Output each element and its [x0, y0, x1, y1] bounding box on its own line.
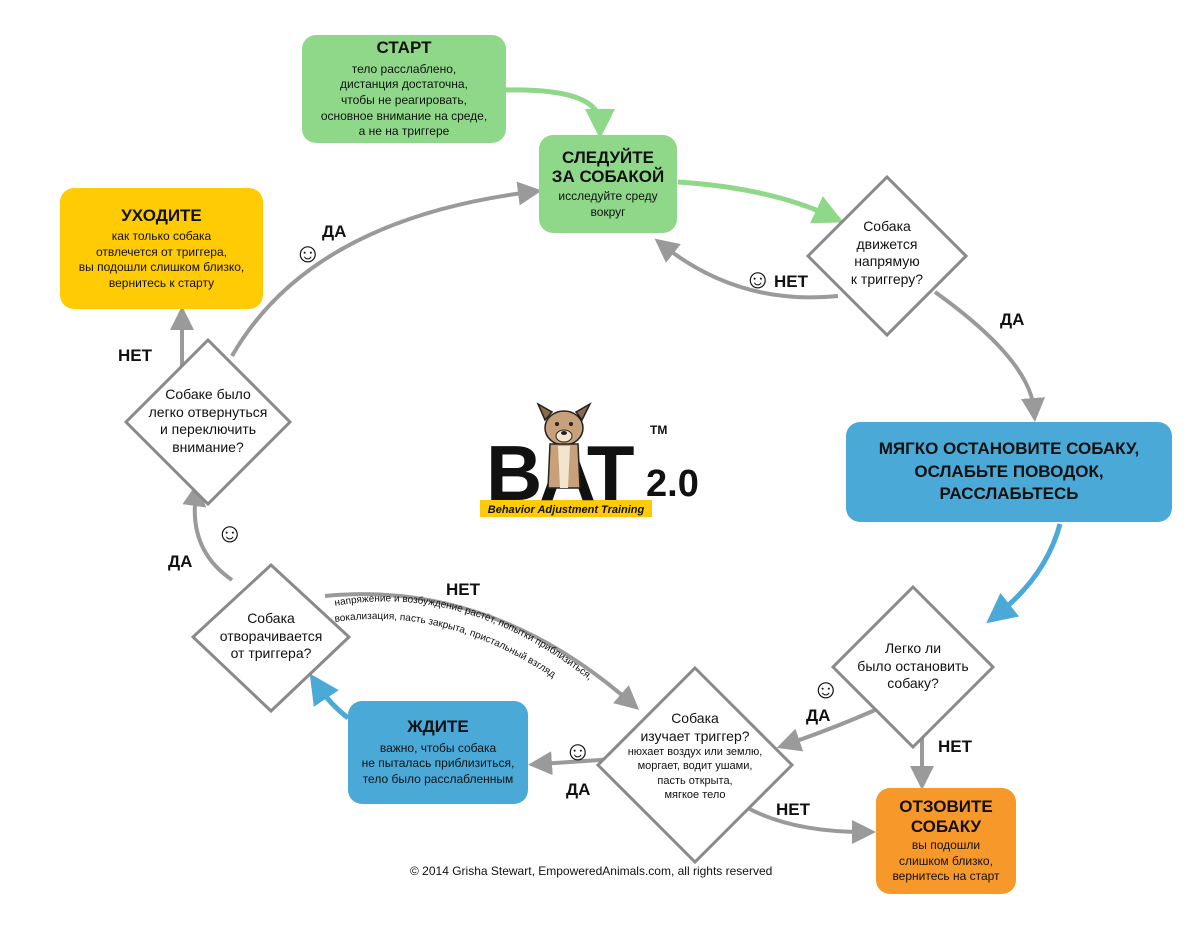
decision-line: собаку? — [887, 675, 939, 691]
stop-line: ОСЛАБЬТЕ ПОВОДОК, — [914, 461, 1104, 481]
follow-line: исследуйте среду — [558, 188, 658, 203]
arrow-turnsaway-yes-to-easyturn — [182, 482, 234, 582]
start-title: СТАРТ — [376, 38, 432, 58]
arrow-moves-yes-to-stop — [933, 290, 1045, 422]
label-yes: ДА — [322, 222, 347, 241]
walk-away-title: УХОДИТЕ — [121, 205, 202, 225]
dog-mascot-icon — [536, 402, 592, 489]
decision-line: Собака — [863, 218, 911, 234]
start-line: чтобы не реагировать, — [341, 92, 467, 107]
bat-logo: Behavior Adjustment Training BAT 2.0 TM — [480, 402, 699, 517]
label-no: НЕТ — [938, 737, 972, 756]
recall-line: вернитесь на старт — [892, 869, 1000, 884]
arrow-wait-to-turnsaway — [309, 673, 350, 720]
arrow-studies-no-to-recall — [743, 804, 876, 844]
decision-line: изучает триггер? — [640, 727, 750, 744]
logo-version: 2.0 — [646, 463, 699, 505]
arrow-moves-no-to-follow — [654, 238, 839, 300]
label-yes: ДА — [566, 780, 591, 799]
decision-text-easy-stop: Легко ли было остановить собаку? — [843, 640, 983, 693]
smiley-icon: ☺ — [812, 674, 840, 704]
decision-text-studies: Собака изучает триггер? нюхает воздух ил… — [614, 710, 776, 802]
recall-line: вы подошли — [911, 838, 981, 853]
decision-line: Собаке было — [165, 386, 251, 402]
decision-line: движется — [856, 235, 918, 252]
recall-line: слишком близко, — [899, 853, 993, 868]
decision-line: Собака — [671, 710, 719, 726]
recall-title-line: СОБАКУ — [910, 816, 982, 836]
decision-line: напрямую — [854, 253, 920, 269]
label-no: НЕТ — [774, 272, 808, 291]
wait-line: важно, чтобы собака — [379, 740, 497, 755]
walk-away-line: вы подошли слишком близко, — [78, 260, 245, 275]
label-no: НЕТ — [776, 800, 810, 819]
smiley-icon: ☺ — [744, 264, 772, 294]
arrow-stop-to-easystop — [986, 523, 1063, 624]
logo-tagline-bar — [480, 500, 652, 517]
label-yes: ДА — [1000, 310, 1025, 329]
start-line: основное внимание на среде, — [320, 108, 488, 123]
decision-line: Собака — [247, 610, 295, 626]
recall-title-line: ОТЗОВИТЕ — [899, 797, 993, 817]
decision-line: Легко ли — [884, 640, 942, 656]
start-line: дистанция достаточна, — [340, 77, 468, 92]
label-yes: ДА — [168, 552, 193, 571]
follow-title-line: ЗА СОБАКОЙ — [551, 167, 665, 187]
decision-text-turns-away: Собака отворачивается от триггера? — [206, 610, 336, 663]
walk-away-line: вернитесь к старту — [108, 275, 215, 290]
follow-title-line: СЛЕДУЙТЕ — [562, 147, 654, 167]
smiley-icon: ☺ — [564, 736, 592, 766]
decision-detail-line: нюхает воздух или землю, — [627, 746, 763, 758]
follow-box: СЛЕДУЙТЕ ЗА СОБАКОЙ исследуйте среду вок… — [539, 135, 677, 233]
smiley-icon: ☺ — [216, 518, 244, 548]
walk-away-box: УХОДИТЕ как только собака отвлечется от … — [60, 188, 263, 309]
decision-diamond-turns-away — [190, 562, 352, 714]
decision-detail-line: мягкое тело — [664, 788, 726, 801]
recall-box: ОТЗОВИТЕ СОБАКУ вы подошли слишком близк… — [876, 788, 1016, 894]
decision-diamond-easy-turn — [123, 337, 293, 507]
curved-note-line2: вокализация, пасть закрыта, пристальный … — [334, 611, 558, 680]
arrow-start-to-follow — [504, 87, 615, 139]
decision-line: к триггеру? — [850, 270, 924, 287]
wait-title: ЖДИТЕ — [407, 717, 469, 737]
label-no: НЕТ — [118, 346, 152, 365]
logo-tm: TM — [650, 423, 667, 437]
decision-detail-line: моргает, водит ушами, — [637, 760, 753, 773]
walk-away-line: как только собака — [111, 229, 212, 244]
decision-text-easy-turn: Собаке было легко отвернуться и переключ… — [138, 386, 278, 456]
decision-line: внимание? — [172, 438, 244, 455]
start-box: СТАРТ тело расслаблено, дистанция достат… — [302, 35, 506, 143]
stop-box: МЯГКО ОСТАНОВИТЕ СОБАКУ, ОСЛАБЬТЕ ПОВОДО… — [846, 422, 1172, 522]
start-line: а не на триггере — [358, 124, 450, 139]
curved-note-line1: напряжение и возбуждение растёт, попытки… — [334, 593, 595, 682]
arrow-follow-to-moves — [677, 179, 844, 224]
wait-line: тело было расслабленным — [362, 772, 514, 787]
logo-tagline: Behavior Adjustment Training — [488, 504, 645, 516]
stop-line: МЯГКО ОСТАНОВИТЕ СОБАКУ, — [878, 438, 1140, 458]
follow-line: вокруг — [590, 204, 626, 219]
decision-line: от триггера? — [230, 645, 312, 661]
decision-line: легко отвернуться — [148, 403, 268, 420]
arrow-easyturn-yes-to-follow — [230, 181, 542, 357]
wait-box: ЖДИТЕ важно, чтобы собака не пыталась пр… — [348, 701, 528, 804]
arrow-turnsaway-no-to-studies — [324, 592, 640, 710]
decision-text-moves: Собака движется напрямую к триггеру? — [822, 218, 952, 288]
decision-line: и переключить — [159, 421, 257, 437]
label-yes: ДА — [806, 706, 831, 725]
walk-away-line: отвлечется от триггера, — [96, 244, 227, 259]
label-no: НЕТ — [446, 580, 480, 599]
copyright-text: © 2014 Grisha Stewart, EmpoweredAnimals.… — [410, 864, 773, 878]
decision-diamond-easy-stop — [830, 584, 996, 750]
wait-line: не пыталась приблизиться, — [361, 756, 515, 771]
decision-line: было остановить — [857, 657, 969, 674]
arrow-easystop-yes-to-studies — [776, 704, 885, 752]
decision-diamond-studies — [595, 665, 795, 865]
decision-diamond-moves — [805, 174, 969, 338]
stop-line: РАССЛАБЬТЕСЬ — [939, 484, 1079, 504]
decision-detail-line: пасть открыта, — [657, 774, 733, 787]
decision-line: отворачивается — [219, 627, 323, 644]
smiley-icon: ☺ — [294, 238, 322, 268]
start-line: тело расслаблено, — [351, 61, 457, 76]
